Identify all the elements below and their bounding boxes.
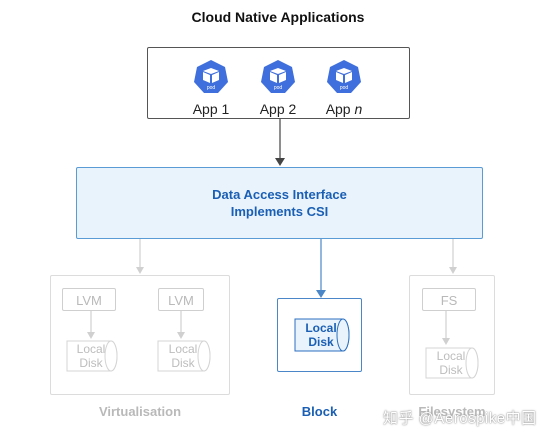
arrow-down-icon bbox=[449, 239, 457, 274]
virtualisation-group bbox=[50, 275, 230, 395]
arrow-down-icon bbox=[442, 311, 450, 345]
svg-text:pod: pod bbox=[340, 85, 349, 91]
app-label: App n bbox=[325, 101, 363, 117]
data-access-interface-box: Data Access Interface Implements CSI bbox=[76, 167, 483, 239]
virtualisation-label: Virtualisation bbox=[98, 404, 182, 419]
app-1: pod App 1 bbox=[181, 59, 241, 117]
lvm-box: LVM bbox=[62, 288, 116, 311]
arrow-down-icon bbox=[316, 239, 326, 298]
svg-text:pod: pod bbox=[207, 85, 216, 91]
lvm-box: LVM bbox=[158, 288, 204, 311]
interface-subtitle: Implements CSI bbox=[230, 204, 329, 219]
disk-icon bbox=[157, 340, 211, 372]
disk-icon bbox=[425, 347, 479, 379]
app-2: pod App 2 bbox=[248, 59, 308, 117]
disk-icon bbox=[66, 340, 118, 372]
arrow-down-icon bbox=[177, 311, 185, 339]
block-group bbox=[277, 298, 362, 372]
pod-icon: pod bbox=[327, 60, 361, 93]
local-disk-cylinder: Local Disk bbox=[154, 340, 212, 372]
app-n: pod App n bbox=[314, 59, 374, 117]
app-label: App 1 bbox=[192, 101, 230, 117]
local-disk-cylinder: Local Disk bbox=[422, 347, 480, 379]
arrow-down-icon bbox=[136, 239, 144, 274]
filesystem-group bbox=[409, 275, 495, 395]
interface-title: Data Access Interface bbox=[212, 187, 347, 202]
filesystem-label: Filesystem bbox=[418, 404, 486, 419]
svg-text:pod: pod bbox=[274, 85, 283, 91]
fs-box: FS bbox=[422, 288, 476, 311]
apps-container bbox=[147, 47, 410, 119]
local-disk-cylinder: Local Disk bbox=[291, 318, 351, 352]
block-label: Block bbox=[301, 404, 338, 419]
disk-icon bbox=[294, 318, 350, 352]
diagram-title: Cloud Native Applications bbox=[191, 9, 365, 25]
app-label: App 2 bbox=[259, 101, 297, 117]
pod-icon: pod bbox=[261, 60, 295, 93]
watermark: 知乎 @Aerospike中国 bbox=[383, 410, 537, 427]
pod-icon: pod bbox=[194, 60, 228, 93]
arrow-down-icon bbox=[275, 119, 285, 166]
arrow-down-icon bbox=[87, 311, 95, 339]
local-disk-cylinder: Local Disk bbox=[63, 340, 119, 372]
